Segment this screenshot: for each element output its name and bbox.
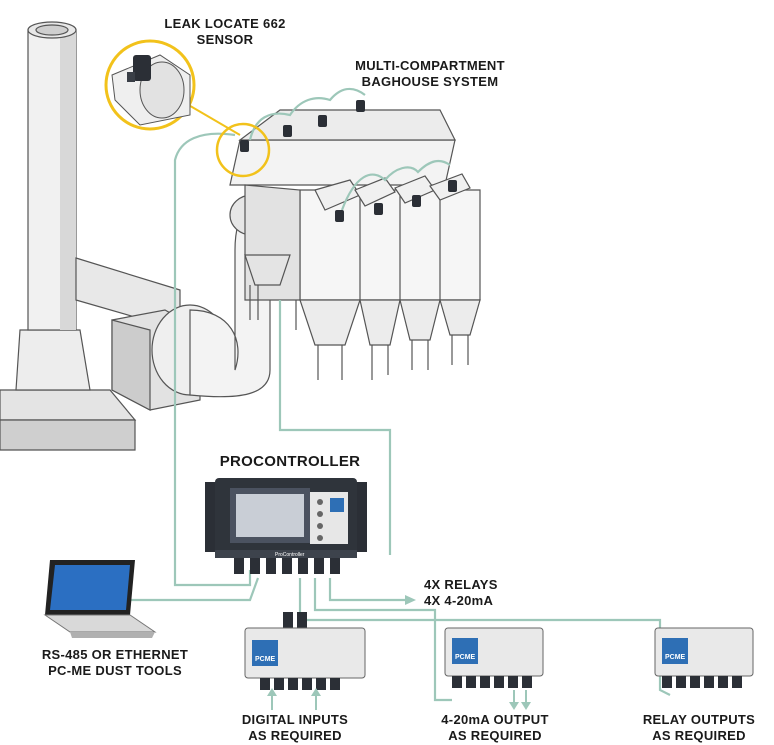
baghouse-label-line1: MULTI-COMPARTMENT bbox=[355, 58, 505, 73]
digital-inputs-label: DIGITAL INPUTS AS REQUIRED bbox=[220, 712, 370, 744]
baghouse-label-line2: BAGHOUSE SYSTEM bbox=[361, 74, 499, 89]
procontroller-unit bbox=[205, 478, 367, 574]
relays-label-line1: 4X RELAYS bbox=[424, 577, 498, 592]
digital-inputs-line2: AS REQUIRED bbox=[248, 728, 342, 743]
laptop-label: RS-485 OR ETHERNET PC-ME DUST TOOLS bbox=[20, 647, 210, 679]
brand-logo-relay: PCME bbox=[665, 654, 686, 661]
exhaust-stack bbox=[0, 21, 137, 451]
brand-logo-analog: PCME bbox=[455, 654, 476, 661]
analog-output-module bbox=[444, 627, 544, 710]
sensor-callout bbox=[104, 39, 271, 178]
signal-cables bbox=[110, 87, 671, 702]
controller-label: PROCONTROLLER bbox=[205, 454, 375, 470]
laptop-label-line1: RS-485 OR ETHERNET bbox=[41, 647, 189, 662]
digital-inputs-line1: DIGITAL INPUTS bbox=[241, 712, 349, 727]
relay-output-module bbox=[654, 627, 754, 688]
relays-label: 4X RELAYS 4X 4-20mA bbox=[424, 577, 554, 609]
controller-label-text: PROCONTROLLER bbox=[219, 453, 361, 470]
analog-output-line1: 4-20mA OUTPUT bbox=[441, 712, 549, 727]
laptop-icon bbox=[43, 560, 157, 638]
relays-label-line2: 4X 4-20mA bbox=[424, 593, 494, 608]
sensor-label-line1: LEAK LOCATE 662 bbox=[164, 16, 286, 31]
analog-output-line2: AS REQUIRED bbox=[448, 728, 542, 743]
relay-outputs-line1: RELAY OUTPUTS bbox=[642, 712, 756, 727]
relay-outputs-label: RELAY OUTPUTS AS REQUIRED bbox=[624, 712, 774, 744]
baghouse-structure bbox=[229, 109, 481, 380]
sensor-icons bbox=[240, 100, 457, 222]
output-arrow bbox=[405, 595, 416, 605]
sensor-label-line2: SENSOR bbox=[196, 32, 254, 47]
laptop-label-line2: PC-ME DUST TOOLS bbox=[48, 663, 182, 678]
digital-input-module bbox=[244, 612, 366, 710]
baghouse-label: MULTI-COMPARTMENT BAGHOUSE SYSTEM bbox=[340, 58, 520, 90]
controller-faceplate-text: ProController bbox=[275, 552, 305, 558]
analog-output-label: 4-20mA OUTPUT AS REQUIRED bbox=[420, 712, 570, 744]
sensor-label: LEAK LOCATE 662 SENSOR bbox=[150, 16, 300, 48]
relay-outputs-line2: AS REQUIRED bbox=[652, 728, 746, 743]
brand-logo-digital: PCME bbox=[255, 656, 276, 663]
